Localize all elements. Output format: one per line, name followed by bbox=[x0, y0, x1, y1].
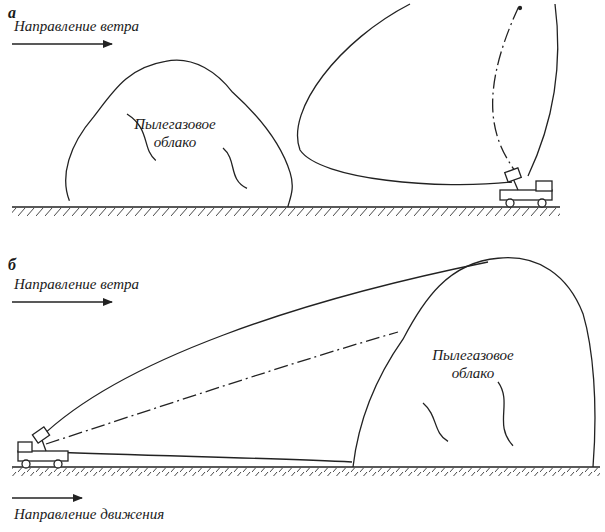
cloud-label: Пылегазовое облако bbox=[120, 116, 230, 151]
wind-label: Направление ветра bbox=[14, 18, 139, 35]
wind-label: Направление ветра bbox=[14, 276, 139, 293]
wind-arrow bbox=[12, 301, 112, 302]
cloud-label: Пылегазовое облако bbox=[418, 347, 528, 382]
wind-arrow bbox=[12, 43, 112, 44]
movement-label: Направление движения bbox=[14, 506, 164, 523]
movement-arrow bbox=[12, 497, 82, 498]
vehicle bbox=[500, 168, 552, 207]
dust-gas-cloud: Пылегазовое облако bbox=[55, 52, 295, 207]
ground-line bbox=[12, 466, 600, 467]
vehicle bbox=[18, 427, 68, 468]
ground-line bbox=[12, 206, 560, 207]
ground-hatch bbox=[12, 208, 560, 216]
water-jet-axis bbox=[493, 4, 520, 178]
water-jet bbox=[298, 4, 512, 185]
dust-gas-cloud: Пылегазовое облако bbox=[348, 254, 598, 467]
ground-hatch bbox=[12, 468, 600, 476]
water-jet-axis bbox=[46, 332, 398, 444]
panel-letter: б bbox=[8, 256, 16, 274]
water-jet bbox=[52, 452, 352, 462]
water-jet bbox=[528, 4, 558, 176]
